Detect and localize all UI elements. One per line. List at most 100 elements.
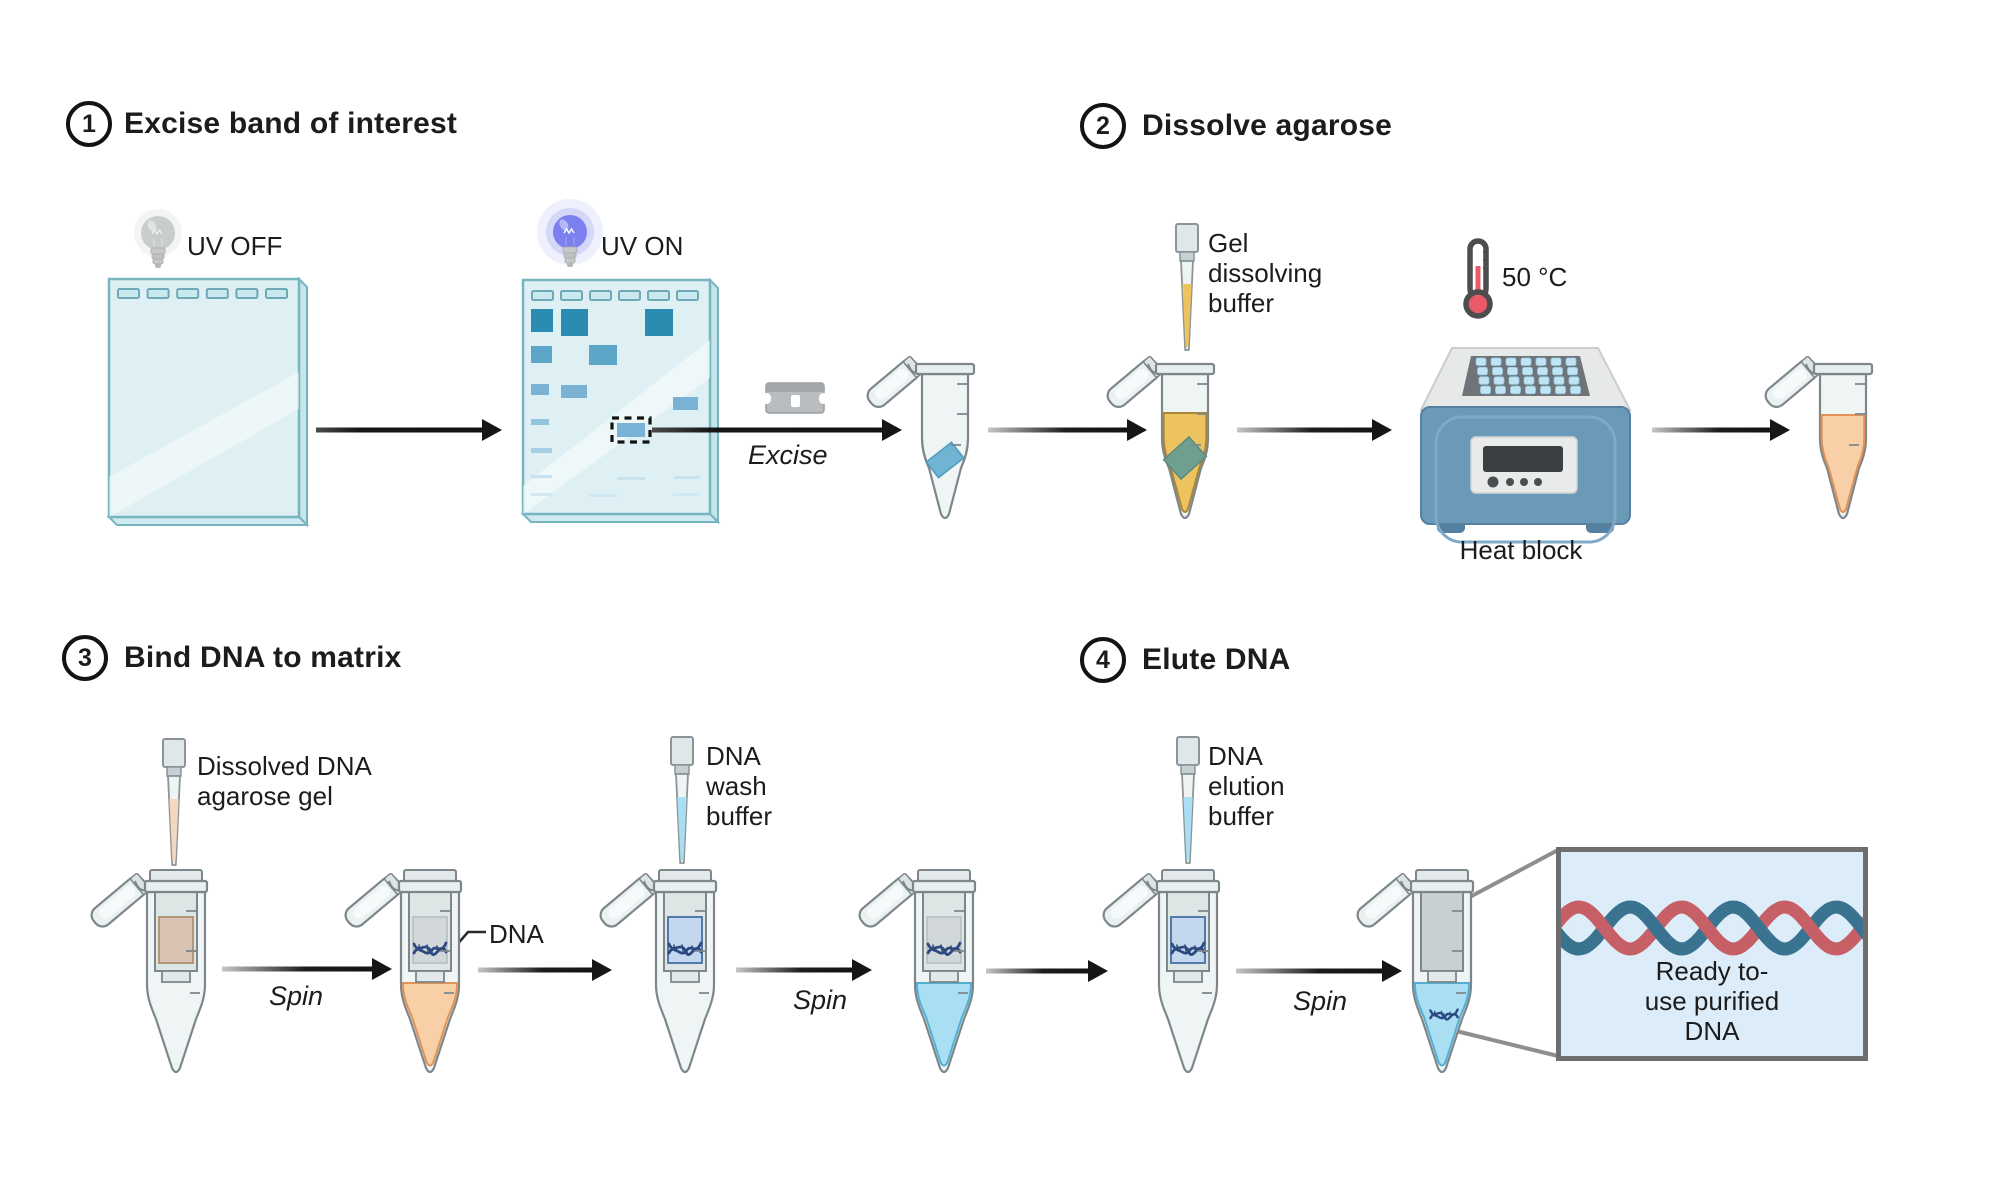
gel-well	[560, 290, 583, 301]
gel-band	[561, 309, 588, 336]
band-selection-outline	[610, 416, 652, 444]
pipette-tip-icon	[670, 736, 694, 864]
tube-cap	[599, 872, 660, 928]
gel-well	[117, 288, 140, 299]
flow-arrow	[1652, 419, 1790, 441]
column-nozzle	[161, 970, 191, 983]
column-matrix	[667, 916, 703, 964]
dna-strand-icon	[926, 941, 962, 957]
razor-blade-icon	[762, 382, 828, 414]
column-nozzle	[1173, 970, 1203, 983]
tube-liquid	[1820, 414, 1866, 513]
flow-arrow	[736, 959, 872, 981]
dna-wash-buffer-label: DNA wash buffer	[706, 741, 773, 831]
gel-band	[531, 493, 552, 496]
gel-band	[617, 477, 645, 480]
flow-arrow	[988, 419, 1147, 441]
spin-column-tube	[599, 869, 718, 1074]
zoom-callout-line	[1467, 848, 1559, 900]
dna-strand-icon	[1170, 941, 1206, 957]
gel-slice	[925, 441, 965, 479]
spin2-label: Spin	[792, 985, 848, 1015]
uv-off-label: UV OFF	[187, 231, 283, 261]
gel-well	[647, 290, 670, 301]
gel-well	[618, 290, 641, 301]
heat-block-label: Heat block	[1459, 535, 1583, 565]
column-nozzle	[670, 970, 700, 983]
dna-strand-icon	[667, 941, 703, 957]
gel-band	[645, 309, 673, 336]
gel-band	[561, 385, 587, 398]
microtube	[1106, 355, 1216, 520]
column-nozzle	[929, 970, 959, 983]
spin-column-tube	[1102, 869, 1221, 1074]
gel-well	[531, 290, 554, 301]
dna-elution-buffer-label: DNA elution buffer	[1208, 741, 1285, 831]
dna-strand-icon	[412, 941, 448, 957]
tube-cap	[1102, 872, 1163, 928]
gel-well	[176, 288, 200, 299]
gel-well	[235, 288, 259, 299]
uv-off-bulb-icon	[134, 209, 182, 268]
pipette-tip-icon	[1176, 736, 1200, 864]
heat-block-icon	[1419, 347, 1632, 544]
gel-band	[531, 448, 552, 453]
gel-well	[265, 288, 288, 299]
band-of-interest[interactable]	[617, 423, 645, 437]
step3-title: Bind DNA to matrix	[124, 641, 402, 674]
gel-band	[531, 419, 549, 425]
gel-band	[531, 309, 553, 332]
microtube	[1764, 355, 1874, 520]
flow-arrow	[316, 419, 502, 441]
column-nozzle	[1427, 970, 1457, 983]
excise-label: Excise	[748, 440, 828, 470]
tube-cap	[344, 872, 405, 928]
tube-cap	[1764, 355, 1822, 409]
purified-dna-zoom-box: Ready to- use purified DNA	[1556, 847, 1868, 1061]
spin3-label: Spin	[1292, 986, 1348, 1016]
dna-strand-icon	[1429, 1008, 1459, 1021]
gel-band	[673, 493, 700, 496]
gel-band	[673, 397, 698, 410]
spin-column	[1420, 891, 1464, 972]
step2-title: Dissolve agarose	[1142, 109, 1392, 142]
heat-block-display	[1483, 446, 1563, 472]
result-label: Ready to- use purified DNA	[1644, 956, 1780, 1046]
spin-column-tube	[1356, 869, 1475, 1074]
gel-well	[146, 288, 170, 299]
temperature-label: 50 °C	[1502, 262, 1568, 292]
thermometer-icon	[1463, 238, 1493, 319]
tube-cap	[90, 872, 151, 928]
gel-well	[589, 290, 612, 301]
step3-number: 3	[62, 635, 108, 681]
spin-column-tube	[90, 869, 209, 1074]
step1-title: Excise band of interest	[124, 107, 458, 140]
step4-number: 4	[1080, 637, 1126, 683]
flow-arrow	[478, 959, 612, 981]
flow-arrow	[986, 960, 1108, 982]
gel-well	[676, 290, 699, 301]
column-matrix	[926, 916, 962, 964]
pipette-tip-icon	[1175, 223, 1199, 351]
flow-arrow	[1236, 960, 1402, 982]
spin-column-tube	[858, 869, 977, 1074]
zoom-callout-line	[1451, 1028, 1559, 1058]
gel-band	[531, 475, 552, 478]
tube-cap	[1106, 355, 1164, 409]
gel-uv-on	[520, 277, 721, 525]
flow-through-liquid	[916, 982, 972, 1067]
gel-band	[674, 476, 700, 479]
dissolved-dna-label: Dissolved DNA agarose gel	[197, 751, 372, 811]
tube-cap	[1356, 872, 1417, 928]
column-matrix	[158, 916, 194, 964]
flow-arrow	[222, 958, 392, 980]
gel-slice	[1162, 435, 1208, 481]
dna-helix-icon	[1561, 900, 1863, 956]
gel-band	[589, 345, 617, 365]
flow-arrow	[652, 419, 902, 441]
column-matrix	[412, 916, 448, 964]
uv-on-bulb-icon	[537, 199, 603, 267]
step1-number: 1	[66, 101, 112, 147]
